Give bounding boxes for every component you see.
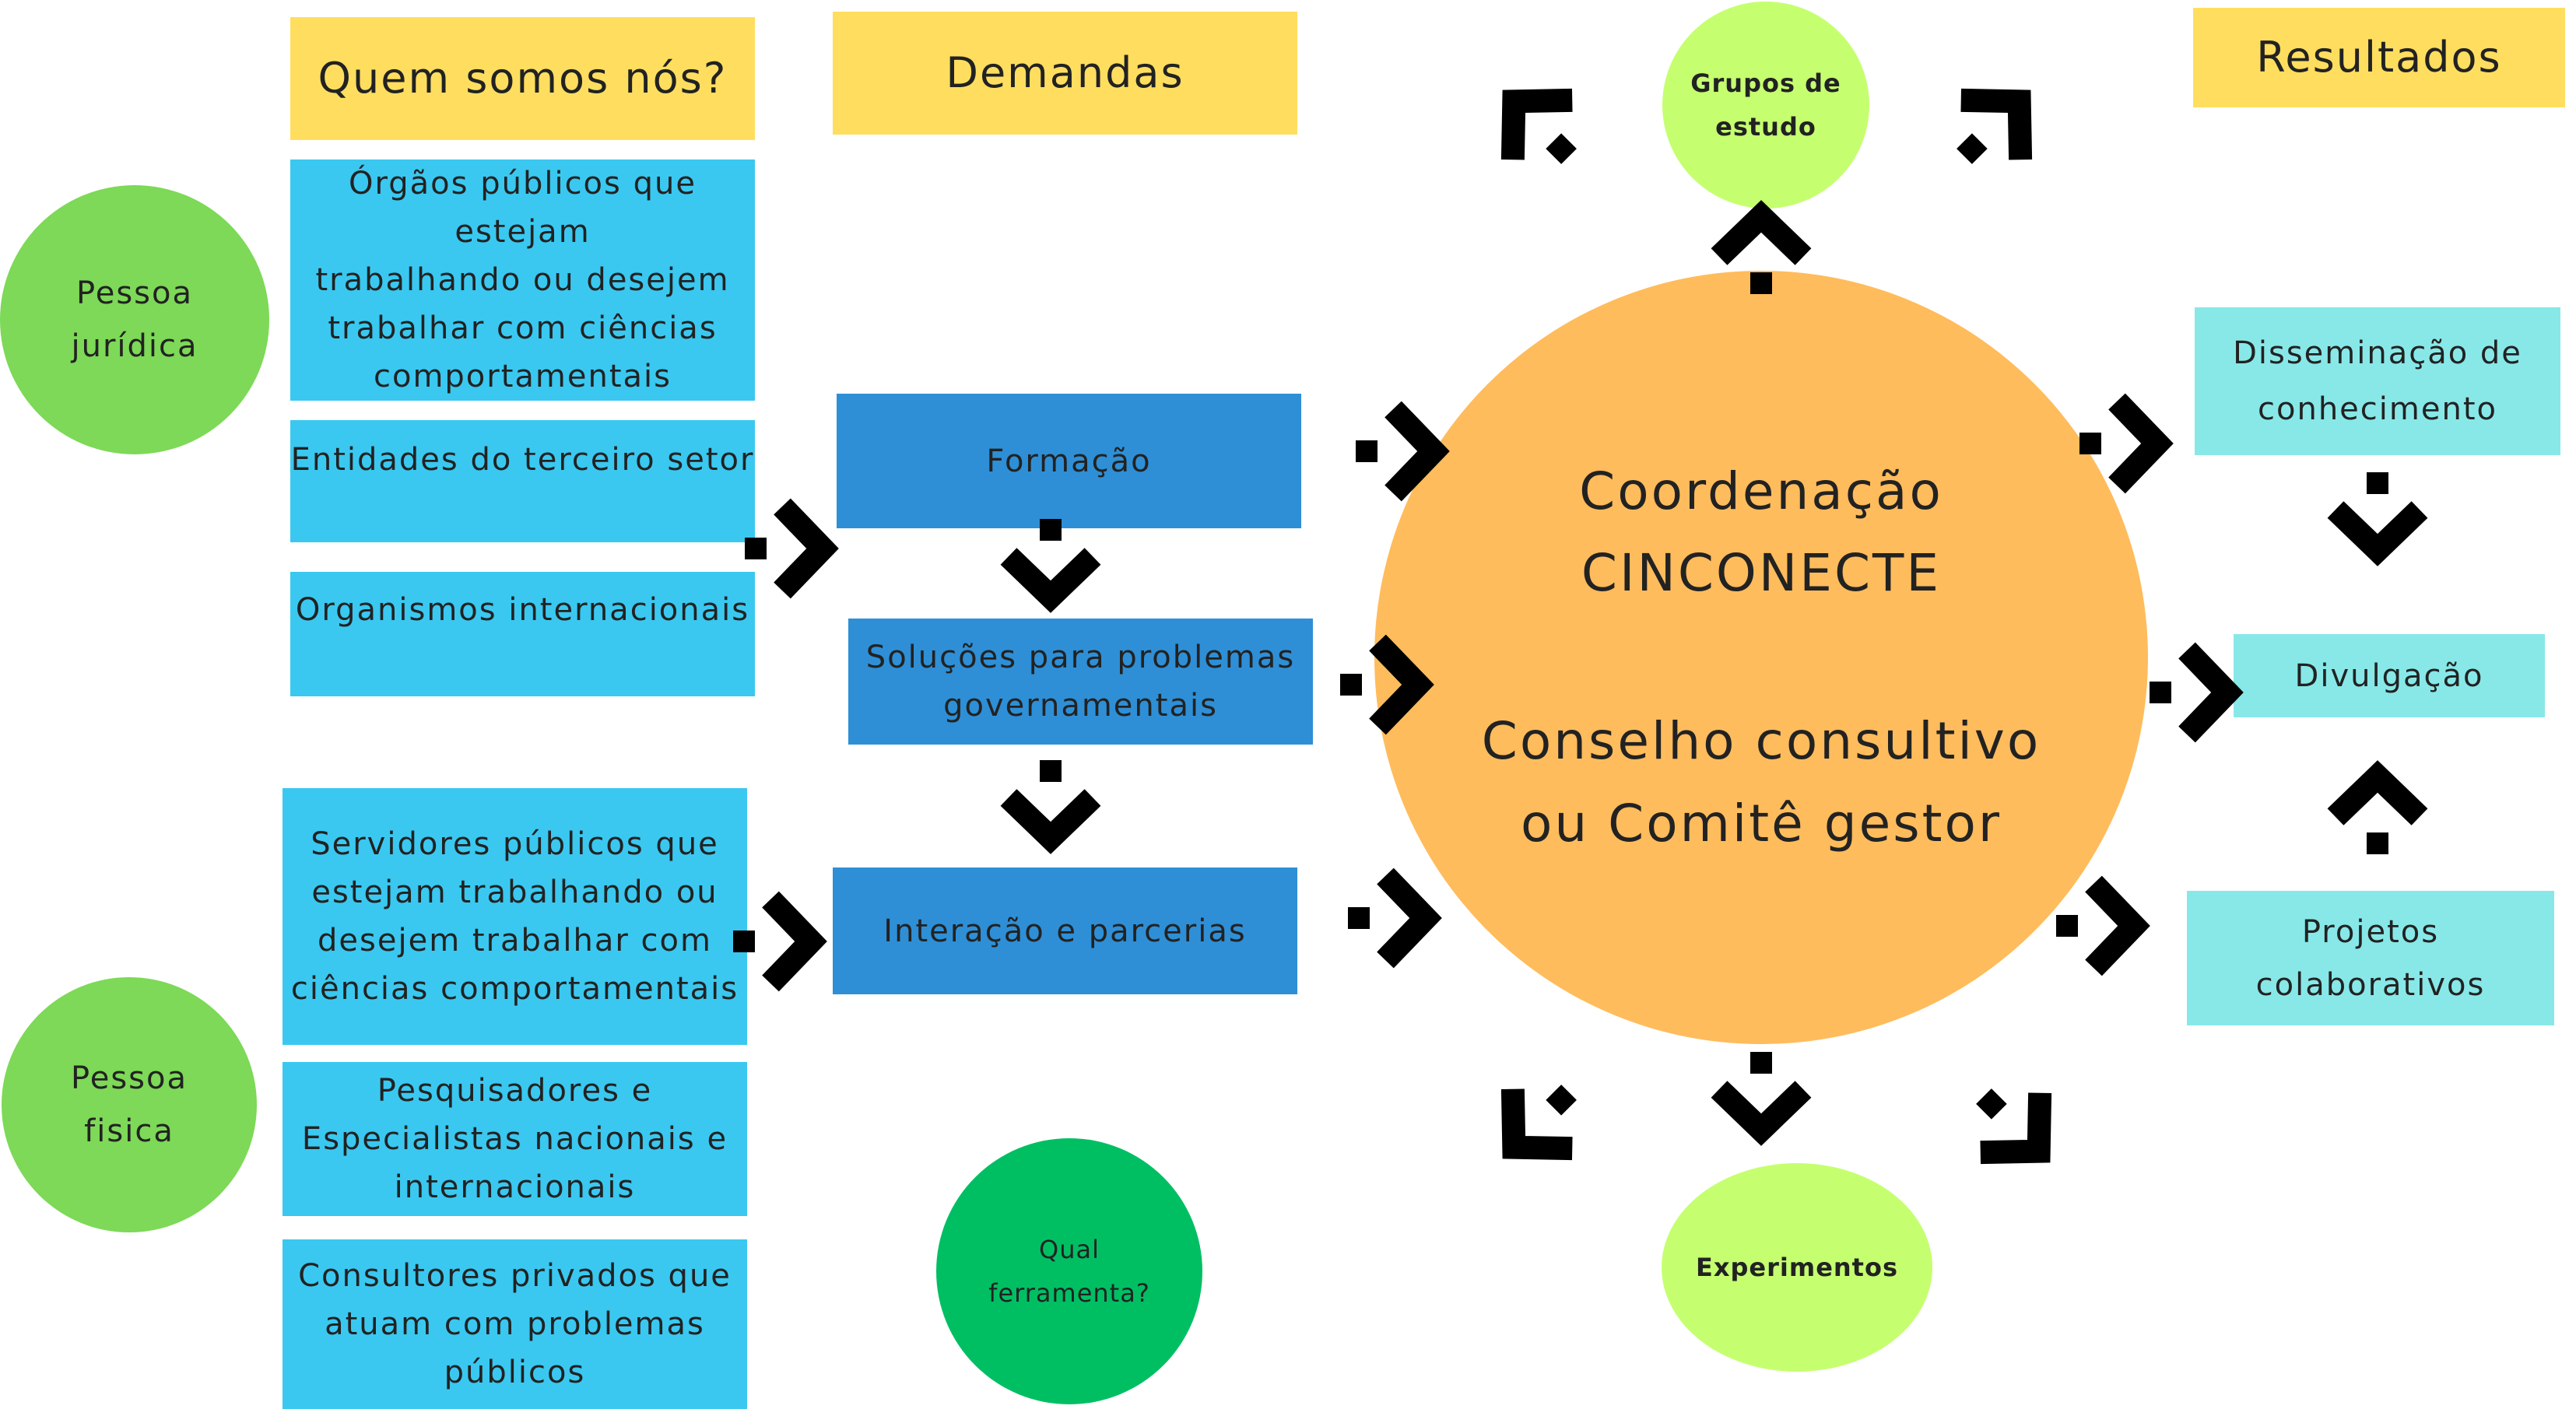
header-who-label: Quem somos nós? <box>318 54 728 103</box>
core-line-coordination: Coordenação <box>1579 461 1943 521</box>
chevron-arrow-icon <box>1340 634 1434 735</box>
entity-legal-person: Pessoa jurídica <box>0 185 269 454</box>
chevron-arrow-icon <box>1711 200 1812 294</box>
chevron-arrow-icon <box>745 498 839 599</box>
entity-legal-label: Pessoa jurídica <box>71 275 198 364</box>
entity-natural-label: Pessoa fisica <box>71 1060 188 1149</box>
demand-government-solutions: Soluções para problemas governamentais <box>848 619 1313 745</box>
study-groups-label: Grupos de estudo <box>1690 68 1841 142</box>
core-line-committee: ou Comitê gestor <box>1520 793 2002 853</box>
experiments-label: Experimentos <box>1695 1253 1898 1282</box>
result-label: Projetos colaborativos <box>2255 913 2486 1003</box>
chevron-arrow-icon <box>2056 875 2150 976</box>
who-item-third-sector: Entidades do terceiro setor <box>290 420 755 542</box>
tool-question-circle: Qual ferramenta? <box>936 1138 1202 1404</box>
study-groups-circle: Grupos de estudo <box>1662 2 1869 209</box>
who-item-international-orgs: Organismos internacionais <box>290 572 755 696</box>
chevron-arrow-icon <box>1957 88 2033 164</box>
header-demands: Demandas <box>833 12 1297 135</box>
core-line-council: Conselho consultivo <box>1481 711 2041 771</box>
who-item-label: Consultores privados que atuam com probl… <box>298 1258 732 1390</box>
chevron-arrow-icon <box>1000 519 1101 613</box>
chevron-arrow-icon <box>1976 1088 2052 1165</box>
who-item-public-agencies: Órgãos públicos que estejam trabalhando … <box>290 159 755 401</box>
header-results-label: Resultados <box>2256 33 2502 82</box>
who-item-label: Órgãos públicos que estejam trabalhando … <box>315 166 730 394</box>
who-item-label: Entidades do terceiro setor <box>290 442 755 478</box>
tool-question-label: Qual ferramenta? <box>988 1235 1150 1308</box>
who-item-consultants: Consultores privados que atuam com probl… <box>283 1239 747 1409</box>
header-demands-label: Demandas <box>946 48 1184 98</box>
header-results: Resultados <box>2193 8 2565 107</box>
chevron-arrow-icon <box>1500 88 1577 164</box>
chevron-arrow-icon <box>1000 760 1101 854</box>
core-line-cinconecte: CINCONECTE <box>1581 543 1942 604</box>
who-item-label: Organismos internacionais <box>295 592 750 628</box>
header-who: Quem somos nós? <box>290 17 755 140</box>
result-label: Divulgação <box>2294 657 2484 694</box>
chevron-arrow-icon <box>2327 760 2428 854</box>
result-knowledge-dissemination: Disseminação de conhecimento <box>2195 307 2560 455</box>
experiments-circle: Experimentos <box>1662 1163 1932 1372</box>
demand-label: Interação e parcerias <box>883 913 1247 949</box>
demand-label: Formação <box>986 443 1152 479</box>
chevron-arrow-icon <box>1500 1085 1577 1161</box>
chevron-arrow-icon <box>1711 1052 1812 1146</box>
who-item-civil-servants: Servidores públicos que estejam trabalha… <box>283 788 747 1045</box>
demand-interaction-partnerships: Interação e parcerias <box>833 867 1297 994</box>
chevron-arrow-icon <box>1348 867 1442 969</box>
result-label: Disseminação de conhecimento <box>2233 335 2522 427</box>
core-coordination-circle: Coordenação CINCONECTE Conselho consulti… <box>1374 271 2148 1044</box>
result-collaborative-projects: Projetos colaborativos <box>2187 891 2554 1025</box>
who-item-label: Pesquisadores e Especialistas nacionais … <box>301 1073 728 1205</box>
demand-training: Formação <box>837 394 1301 528</box>
chevron-arrow-icon <box>2327 472 2428 566</box>
entity-natural-person: Pessoa fisica <box>2 977 257 1232</box>
chevron-arrow-icon <box>2150 642 2244 743</box>
result-publicity: Divulgação <box>2234 634 2545 717</box>
demand-label: Soluções para problemas governamentais <box>865 640 1296 724</box>
chevron-arrow-icon <box>733 891 827 992</box>
chevron-arrow-icon <box>1356 401 1450 502</box>
who-item-label: Servidores públicos que estejam trabalha… <box>290 826 739 1007</box>
chevron-arrow-icon <box>2079 393 2174 494</box>
who-item-researchers: Pesquisadores e Especialistas nacionais … <box>283 1062 747 1216</box>
